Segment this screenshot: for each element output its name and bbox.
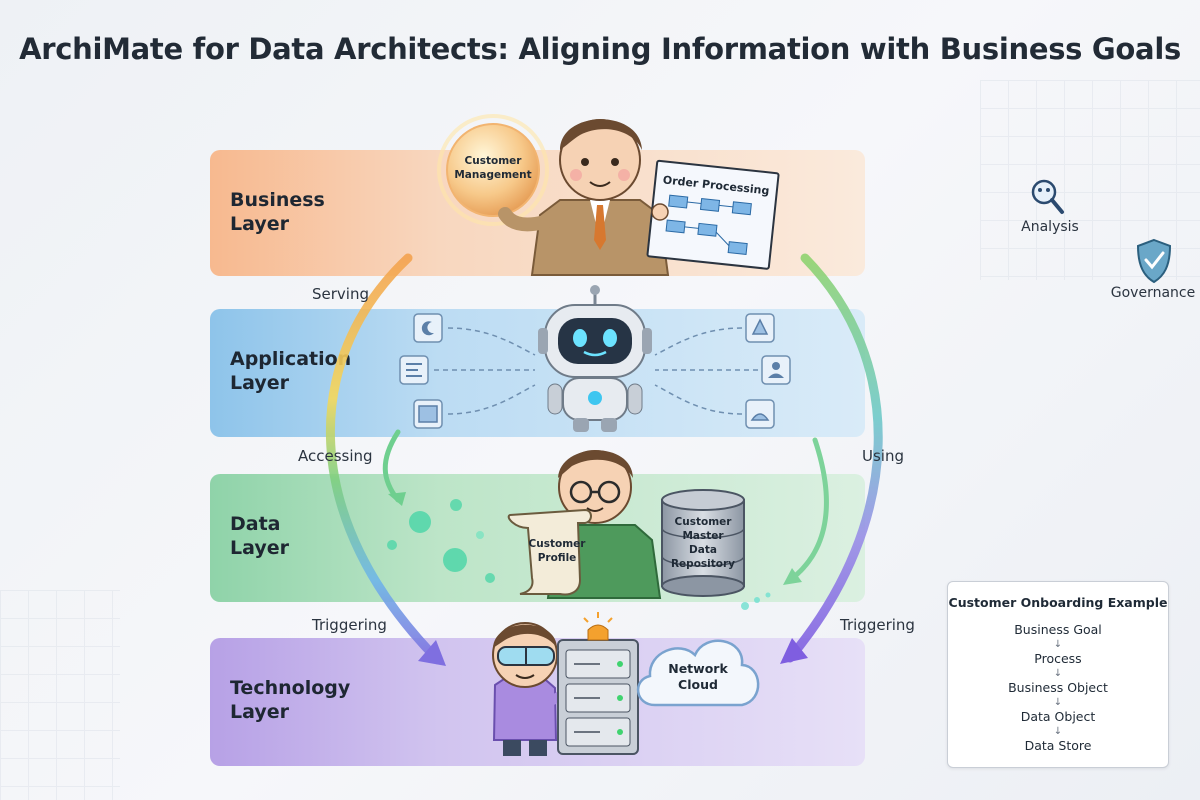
server-icon: [557, 612, 639, 755]
repository-label-2: Master: [682, 530, 724, 542]
using-arrowhead: [783, 568, 802, 585]
repository-label-3: Data: [689, 544, 717, 556]
repository-label-1: Customer: [675, 516, 733, 528]
page-title: ArchiMate for Data Architects: Aligning …: [19, 32, 1181, 66]
relation-using: Using: [862, 447, 904, 465]
magnifier-icon: [1031, 179, 1064, 214]
network-cloud-label-1: Network: [668, 661, 728, 676]
shield-check-icon: [1136, 238, 1172, 284]
database-icon: Customer Master Data Repository: [661, 489, 745, 597]
left-flow-arrowhead: [418, 640, 446, 666]
example-arrow: ↓: [1053, 639, 1063, 650]
relation-accessing: Accessing: [298, 447, 373, 465]
left-flow-arc: [325, 253, 443, 665]
customer-management-label-2: Management: [454, 169, 531, 181]
example-step: Process: [1034, 651, 1082, 666]
moon-component-icon: [413, 313, 443, 343]
example-title: Customer Onboarding Example: [948, 595, 1168, 610]
scroll-icon: Customer Profile: [507, 508, 592, 596]
customer-onboarding-example: Customer Onboarding Example Business Goa…: [947, 581, 1169, 768]
example-arrow: ↓: [1053, 668, 1063, 679]
example-arrow: ↓: [1053, 726, 1063, 737]
network-cloud-label-2: Cloud: [678, 677, 718, 692]
data-bubbles: [387, 499, 495, 583]
relation-triggering-left: Triggering: [312, 616, 387, 634]
app-components-left: [399, 313, 443, 429]
cloud-icon: Network Cloud: [637, 639, 760, 707]
accessing-arrow: [382, 429, 401, 503]
customer-profile-label-2: Profile: [538, 552, 577, 564]
example-step: Business Object: [1008, 680, 1108, 695]
example-step: Data Store: [1024, 738, 1092, 753]
app-dashed-links: [434, 327, 758, 415]
using-arrow: [787, 437, 829, 583]
example-arrow: ↓: [1053, 697, 1063, 708]
governance-label: Governance: [1110, 285, 1196, 301]
orb-icon: [446, 123, 540, 217]
right-flow-arrowhead: [780, 638, 808, 664]
repository-label-4: Repository: [671, 558, 735, 570]
data-glow-dots: [741, 592, 771, 610]
customer-profile-label-1: Customer: [529, 538, 587, 550]
business-person-illustration: Customer Management Order Processing: [437, 114, 780, 276]
example-step: Data Object: [1020, 709, 1096, 724]
customer-management-label-1: Customer: [465, 155, 523, 167]
app-components-right: [745, 313, 791, 429]
example-step: Business Goal: [1014, 622, 1102, 637]
analysis-label: Analysis: [1021, 219, 1079, 235]
technology-person-illustration: [492, 622, 575, 756]
robot-icon: [538, 285, 652, 432]
background-grid-bottom-left: [0, 590, 120, 800]
right-flow-arc: [785, 253, 883, 663]
accessing-arrowhead: [388, 492, 406, 506]
alarm-light-icon: [587, 624, 609, 641]
relation-serving: Serving: [312, 285, 369, 303]
relation-triggering-right: Triggering: [840, 616, 915, 634]
